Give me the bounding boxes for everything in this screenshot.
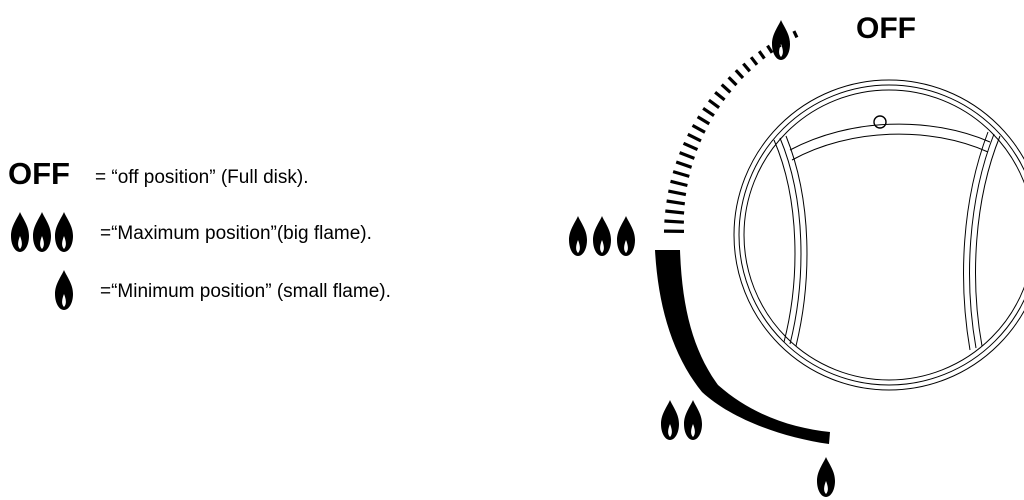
hatch-tick	[766, 44, 774, 54]
legend-minimum-text: =“Minimum position” (small flame).	[100, 281, 391, 302]
hatch-tick	[742, 62, 752, 73]
hatch-tick	[749, 56, 759, 66]
legend-row-maximum: =“Maximum position”(big flame).	[11, 212, 372, 252]
legend-row-off: OFF = “off position” (Full disk).	[8, 156, 308, 191]
hatch-tick	[667, 189, 687, 197]
flame-single-icon	[55, 270, 73, 310]
hatch-tick	[691, 123, 706, 134]
hatch-tick	[727, 76, 738, 87]
knob-grip-right	[963, 131, 1001, 351]
hatch-tick	[696, 115, 711, 126]
hatch-tick	[670, 179, 688, 188]
hatch-tick	[720, 83, 732, 94]
hatch-tick	[757, 50, 766, 60]
hatch-tick	[672, 170, 690, 178]
off-label: OFF	[856, 12, 916, 45]
hatch-tick	[702, 106, 715, 118]
legend-off-text: = “off position” (Full disk).	[95, 167, 308, 188]
knob-grip-left	[773, 135, 808, 347]
flame-max-icon	[569, 216, 635, 256]
legend-row-minimum: =“Minimum position” (small flame).	[55, 270, 391, 310]
hatch-tick	[734, 69, 745, 80]
hatch-tick	[687, 132, 702, 143]
knob-indicator-dot	[873, 115, 887, 129]
hatch-tick	[774, 39, 782, 49]
hatch-tick	[666, 199, 686, 206]
hatched-arc	[663, 30, 799, 233]
legend: OFF = “off position” (Full disk). =“Maxi…	[8, 156, 391, 310]
legend-maximum-text: =“Maximum position”(big flame).	[100, 223, 372, 244]
solid-arc	[655, 250, 830, 444]
hatch-tick	[664, 219, 684, 224]
hatch-tick	[783, 34, 790, 43]
hatch-tick	[714, 90, 726, 102]
legend-off-symbol: OFF	[8, 156, 70, 191]
flame-medium-icon	[661, 400, 702, 440]
flame-triple-icon	[11, 212, 73, 252]
hatch-tick	[792, 30, 799, 39]
hatch-tick	[679, 151, 695, 160]
hatch-tick	[675, 160, 693, 169]
dial-scale: OFF	[569, 12, 916, 497]
flame-bottom-icon	[817, 457, 835, 497]
hatch-tick	[707, 98, 721, 109]
hatch-tick	[665, 209, 685, 215]
hatch-tick	[682, 141, 699, 152]
knob-outer-ring	[733, 79, 1024, 391]
knob	[733, 79, 1024, 391]
